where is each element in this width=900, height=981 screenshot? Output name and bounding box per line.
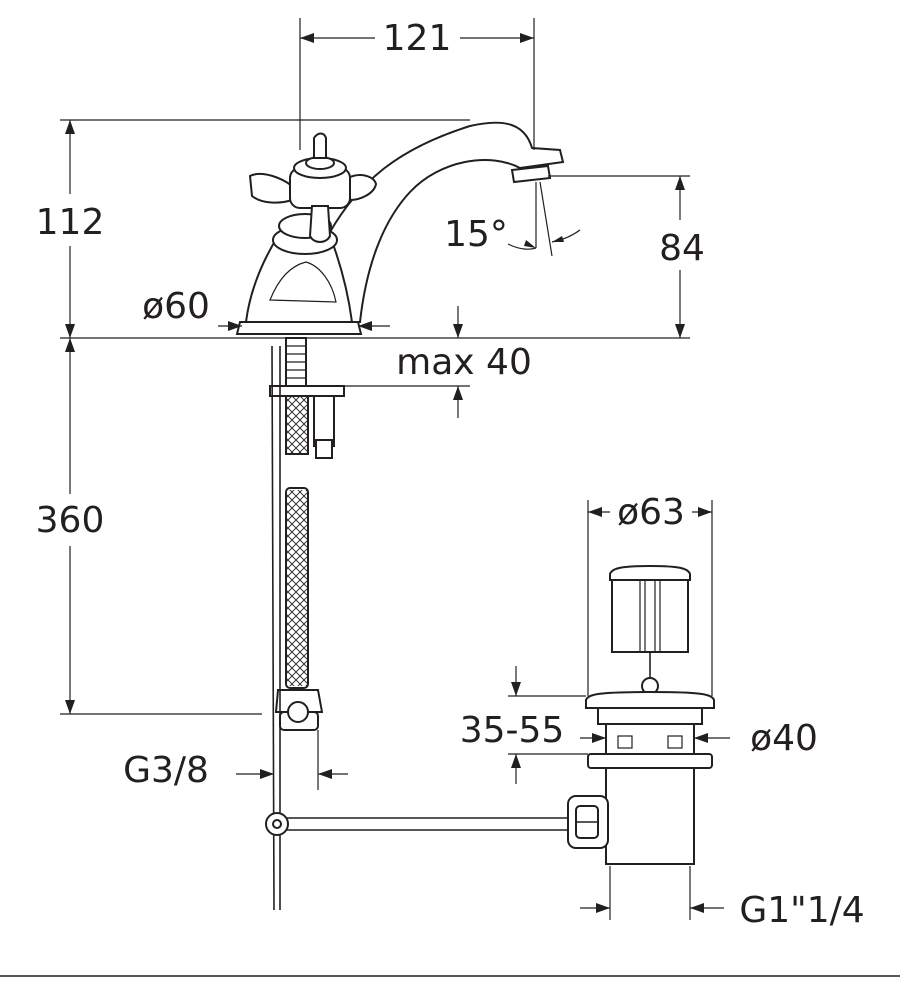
label-waste-diameter: ø40 — [750, 718, 818, 759]
popup-waste — [567, 564, 715, 865]
label-hose-length: 360 — [36, 500, 105, 541]
label-spout-angle: 15° — [444, 214, 508, 255]
label-spout-height: 84 — [659, 228, 705, 269]
label-waste-thread: G1"1/4 — [739, 890, 864, 931]
faucet-body — [235, 121, 565, 335]
mounting-assembly — [265, 337, 578, 911]
label-base-diameter: ø60 — [142, 286, 210, 327]
label-spout-reach: 121 — [383, 18, 452, 59]
label-waste-adjust-range: 35-55 — [460, 710, 565, 751]
cross-handle — [248, 132, 378, 243]
label-plug-diameter: ø63 — [617, 492, 685, 533]
dimension-lines — [0, 18, 900, 977]
label-hose-connection: G3/8 — [123, 750, 209, 791]
label-total-height: 112 — [36, 202, 105, 243]
label-max-deck-thickness: max 40 — [396, 342, 532, 383]
